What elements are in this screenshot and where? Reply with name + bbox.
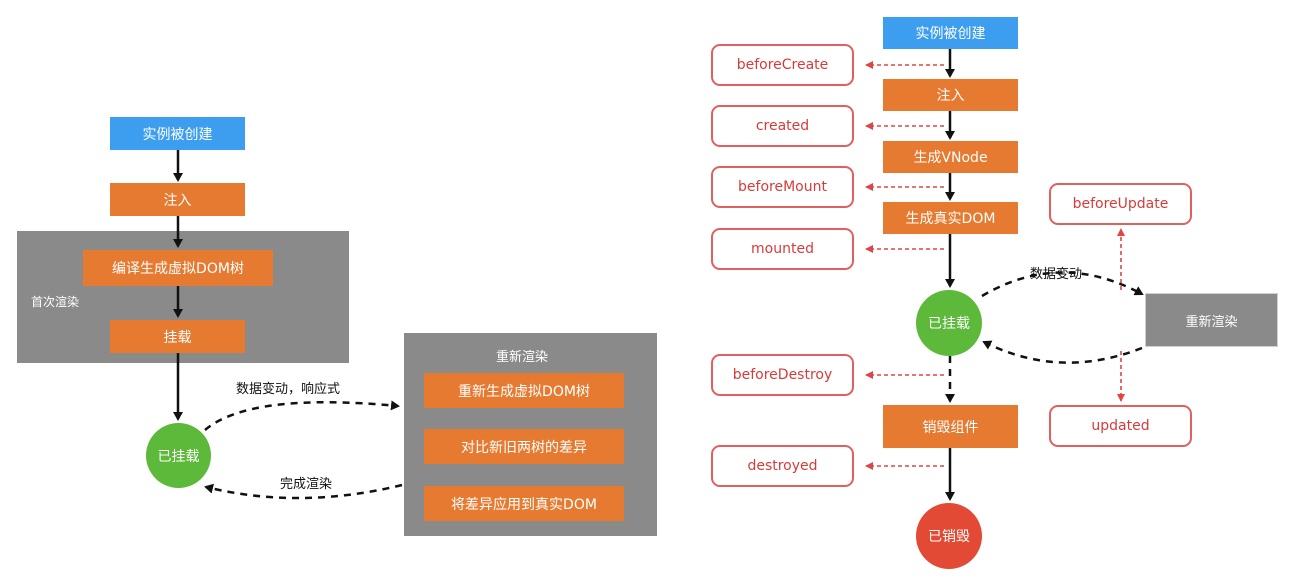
hook-before-mount: beforeMount (711, 166, 854, 208)
mounted-state-circle: 已挂载 (146, 423, 211, 488)
r-arrow-data-change (981, 271, 1144, 298)
hook-before-create: beforeCreate (711, 44, 854, 86)
r-vnode-box: 生成VNode (883, 141, 1018, 173)
hook-before-update: beforeUpdate (1049, 183, 1192, 225)
r-rerender-box: 重新渲染 (1145, 293, 1278, 347)
hook-destroyed: destroyed (711, 445, 854, 487)
first-render-label: 首次渲染 (31, 295, 80, 309)
arrow-render-done (204, 483, 403, 500)
rerender-group-label: 重新渲染 (496, 350, 549, 365)
r-data-change-label: 数据变动 (1030, 267, 1083, 282)
r-arrow-rerender-back (982, 340, 1143, 364)
data-change-label: 数据变动，响应式 (236, 382, 341, 397)
hook-mounted: mounted (711, 228, 854, 270)
r-mounted-state-circle: 已挂载 (916, 290, 982, 356)
r-destroy-box: 销毁组件 (883, 405, 1018, 448)
mount-box: 挂载 (110, 320, 245, 353)
hook-before-destroy: beforeDestroy (711, 354, 854, 396)
inject-box: 注入 (110, 183, 245, 216)
rerender-step-1: 重新生成虚拟DOM树 (424, 373, 624, 408)
rerender-step-2: 对比新旧两树的差异 (424, 429, 624, 464)
rerender-step-3: 将差异应用到真实DOM (424, 486, 624, 521)
r-real-dom-box: 生成真实DOM (883, 202, 1018, 234)
arrow-data-change (204, 400, 400, 431)
instance-created-box: 实例被创建 (110, 117, 245, 150)
hook-updated: updated (1049, 405, 1192, 447)
hook-created: created (711, 105, 854, 147)
render-done-label: 完成渲染 (280, 477, 333, 492)
compile-vdom-box: 编译生成虚拟DOM树 (83, 250, 273, 286)
destroyed-state-circle: 已销毁 (916, 503, 982, 569)
r-instance-created-box: 实例被创建 (883, 17, 1018, 49)
r-inject-box: 注入 (883, 79, 1018, 111)
